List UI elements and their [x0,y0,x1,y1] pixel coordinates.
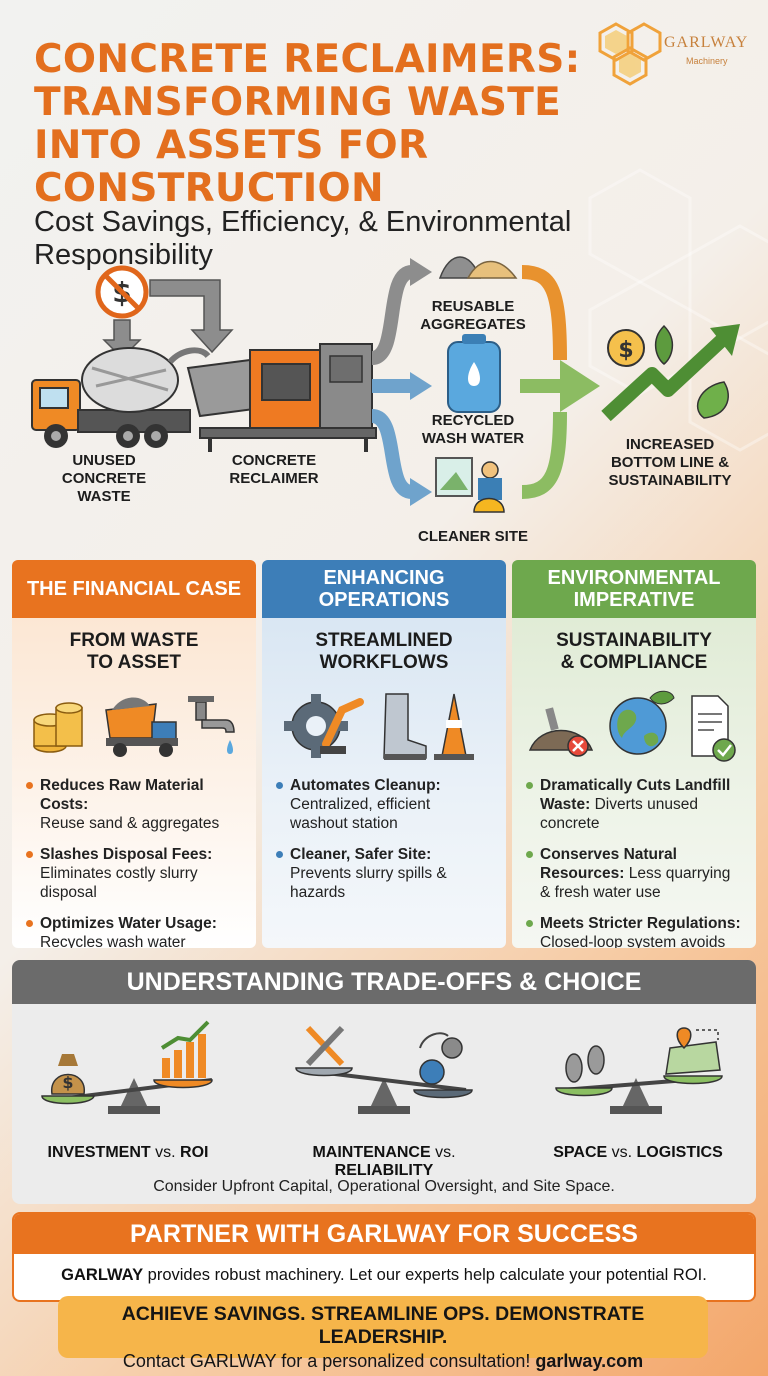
investment-roi-scale-icon: $ [41,1020,213,1114]
environmental-subtitle: SUSTAINABILITY & COMPLIANCE [556,630,712,673]
safety-boot-icon [383,693,427,760]
bullet-regulations: Meets Stricter Regulations:Closed-loop s… [526,914,742,948]
document-check-icon [691,695,736,762]
faucet-icon [188,696,235,754]
concrete-mixer-truck-icon [31,347,211,448]
cleaner-site-icon [435,457,505,513]
maintenance-reliability-scale-icon [295,1025,473,1114]
cta-contact: Contact GARLWAY for a personalized consu… [122,1351,644,1371]
no-money-icon: $ [95,265,149,319]
logo-name: GARLWAY [664,34,749,51]
svg-text:$: $ [618,338,633,363]
operations-subtitle: STREAMLINED WORKFLOWS [315,630,453,673]
cleaner-site-label: CLEANER SITE [417,528,528,545]
concrete-reclaimer-label: CONCRETE RECLAIMER [229,452,319,487]
traffic-cone-icon [434,693,474,760]
call-to-action-banner: ACHIEVE SAVINGS. STREAMLINE OPS. DEMONST… [58,1296,708,1371]
tradeoffs-title: UNDERSTANDING TRADE-OFFS & CHOICE [12,960,756,1004]
garlway-logo-hexagons-icon [598,22,662,86]
financial-case-title: THE FINANCIAL CASE [12,560,256,618]
unused-concrete-waste-label: UNUSED CONCRETE WASTE [61,452,147,505]
logo-subtitle: Machinery [686,56,728,66]
partner-brand: GARLWAY [61,1266,144,1284]
increased-bottom-line-label: INCREASED BOTTOM LINE & SUSTAINABILITY [608,436,732,489]
bullet-automates-cleanup: Automates Cleanup:Centralized, efficient… [276,776,492,833]
operations-title: ENHANCING OPERATIONS [262,560,506,618]
environmental-panel: ENVIRONMENTAL IMPERATIVE SUSTAINABILITY … [512,560,756,948]
partner-section: PARTNER WITH GARLWAY FOR SUCCESS GARLWAY… [12,1212,756,1302]
recycled-wash-water-label: RECYCLED WASH WATER [421,412,525,447]
bullet-landfill-waste: Dramatically Cuts Landfill Waste: Divert… [526,776,742,833]
partner-title: PARTNER WITH GARLWAY FOR SUCCESS [14,1214,754,1254]
globe-leaf-icon [609,690,675,755]
page-subtitle: Cost Savings, Efficiency, & Environmenta… [34,206,572,271]
space-logistics-label: SPACE vs. LOGISTICS [553,1144,723,1161]
svg-text:$: $ [62,1073,73,1092]
financial-icons [26,680,242,770]
process-flow-graphic: $ [31,256,740,513]
bullet-safer-site: Cleaner, Safer Site:Prevents slurry spil… [276,845,492,902]
operations-icons [276,680,492,770]
maintenance-reliability-label: MAINTENANCE vs. RELIABILITY [312,1144,456,1179]
tradeoffs-section: UNDERSTANDING TRADE-OFFS & CHOICE $ [12,960,756,1204]
gear-robot-arm-icon [284,694,364,758]
environmental-bullets: Dramatically Cuts Landfill Waste: Divert… [526,776,742,948]
financial-case-subtitle: FROM WASTE TO ASSET [69,630,199,673]
environmental-icons [526,680,742,770]
bullet-water-usage: Optimizes Water Usage:Recycles wash wate… [26,914,242,948]
tradeoff-scales-graphic: $ [41,1020,723,1114]
bullet-disposal-fees: Slashes Disposal Fees:Eliminates costly … [26,845,242,902]
landfill-cross-icon [528,707,594,757]
space-logistics-scale-icon [555,1027,723,1114]
concrete-reclaimer-machine-icon [186,343,377,452]
process-flow: $ [0,240,768,560]
partner-text: GARLWAY provides robust machinery. Let o… [61,1266,707,1284]
financial-bullets: Reduces Raw Material Costs:Reuse sand & … [26,776,242,948]
operations-bullets: Automates Cleanup:Centralized, efficient… [276,776,492,902]
bullet-raw-material: Reduces Raw Material Costs:Reuse sand & … [26,776,242,833]
dump-truck-icon [105,697,178,757]
bullet-natural-resources: Conserves Natural Resources: Less quarry… [526,845,742,902]
financial-case-panel: THE FINANCIAL CASE FROM WASTE TO ASSET [12,560,256,948]
aggregate-pile-icon [438,256,518,279]
reusable-aggregates-label: REUSABLE AGGREGATES [420,298,526,333]
coins-icon [33,702,83,753]
growth-arrow-leaf-icon: $ [601,324,740,422]
investment-roi-label: INVESTMENT vs. ROI [47,1144,209,1161]
tradeoffs-note: Consider Upfront Capital, Operational Ov… [153,1178,615,1195]
environmental-title: ENVIRONMENTAL IMPERATIVE [512,560,756,618]
water-tank-icon [447,334,501,413]
garlway-link[interactable]: garlway.com [535,1351,644,1371]
cta-headline: ACHIEVE SAVINGS. STREAMLINE OPS. DEMONST… [121,1303,645,1348]
operations-panel: ENHANCING OPERATIONS STREAMLINED WORKFLO… [262,560,506,948]
page-title: CONCRETE RECLAIMERS: TRANSFORMING WASTE … [34,37,581,211]
